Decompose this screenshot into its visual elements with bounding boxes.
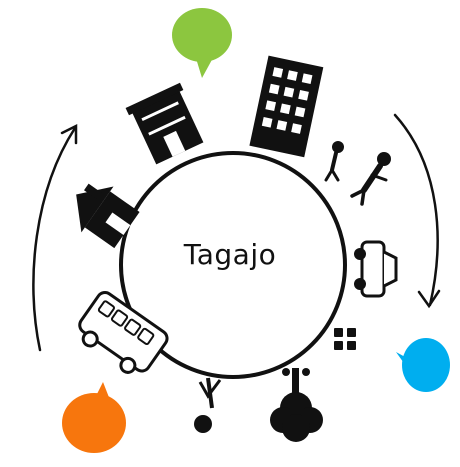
tree-icon	[270, 368, 323, 442]
speech-bubble-orange-icon	[62, 382, 126, 453]
tall-building-icon	[249, 55, 324, 158]
bus-icon	[78, 291, 169, 374]
lamp-icon	[194, 377, 222, 433]
cycle-arrow-left-icon	[32, 123, 78, 352]
speech-bubble-blue-icon	[396, 338, 450, 392]
car-icon	[354, 240, 398, 298]
pedestrian-icon	[324, 141, 391, 206]
shop-building-icon	[125, 82, 204, 165]
globe-circle	[119, 151, 347, 379]
house-icon	[76, 183, 140, 249]
speech-bubble-green-icon	[172, 8, 232, 78]
cycle-arrow-right-icon	[393, 113, 441, 309]
center-label: Tagajo	[183, 238, 277, 271]
windows-icon	[334, 328, 356, 350]
